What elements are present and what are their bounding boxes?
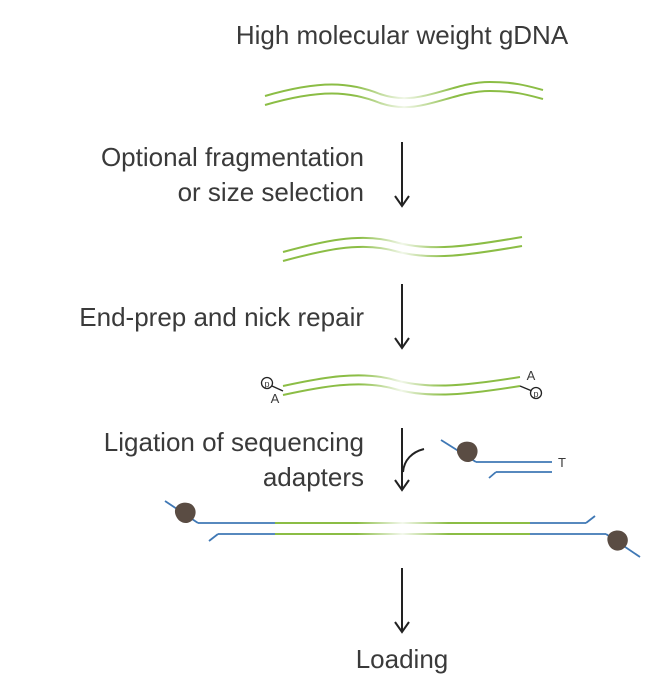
left-end-modifications: p A [260,376,284,406]
t-overhang-label: T [558,455,566,470]
step-3-label-line2: adapters [263,462,364,492]
diagram-title: High molecular weight gDNA [236,20,569,50]
phosphate-left-label: p [264,379,269,389]
a-tail-right-label: A [527,368,536,383]
phosphate-right-icon [529,386,543,400]
a-tail-left-label: A [271,391,280,406]
step-arrow-3 [394,428,425,492]
step-1-label-line2: or size selection [178,177,364,207]
step-arrow-4 [394,568,410,634]
right-motor-protein-icon [607,530,628,551]
hmw-gdna-strand [264,80,544,109]
left-motor-protein-icon [174,502,196,524]
step-2-label: End-prep and nick repair [79,302,364,332]
sequencing-adapter: T [440,439,566,479]
right-end-modifications: p A [519,368,543,400]
step-3-label-line1: Ligation of sequencing [104,427,364,457]
step-1-label-line1: Optional fragmentation [101,142,364,172]
fragmented-gdna-strand [282,236,523,262]
end-prepped-dna-strand [282,374,521,396]
phosphate-right-label: p [533,389,538,399]
step-arrow-2 [394,284,410,350]
step-arrow-1 [394,142,410,208]
phosphate-left-icon [260,376,274,390]
loading-step-label: Loading [356,644,449,674]
motor-protein-icon [456,441,478,463]
adapter-ligated-library [164,500,641,558]
